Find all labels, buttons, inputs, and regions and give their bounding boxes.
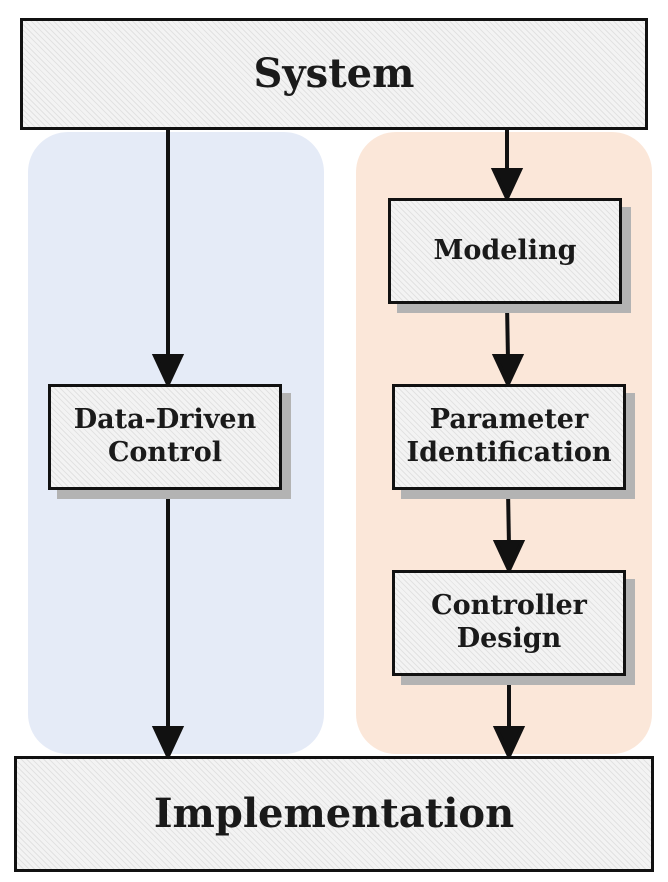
implementation-box: Implementation <box>14 756 654 872</box>
controller-design-label: Controller Design <box>431 590 587 654</box>
modeling-label: Modeling <box>433 234 577 266</box>
data-driven-control-box: Data-Driven Control <box>48 384 282 490</box>
parameter-identification-box: Parameter Identification <box>392 384 626 490</box>
arrowhead-ctrl <box>492 540 526 575</box>
system-box: System <box>20 18 648 130</box>
arrowhead-param <box>491 354 525 389</box>
data-driven-control-label: Data-Driven Control <box>73 404 257 468</box>
implementation-label: Implementation <box>153 789 515 837</box>
arrow-modeling-to-param <box>505 303 510 361</box>
controller-design-box: Controller Design <box>392 570 626 676</box>
arrow-param-to-ctrl <box>506 489 511 547</box>
parameter-identification-label: Parameter Identification <box>406 404 612 468</box>
system-label: System <box>253 49 415 97</box>
modeling-box: Modeling <box>388 198 622 304</box>
arrowhead-ddc <box>151 354 185 389</box>
arrowhead-impl-left <box>151 726 185 761</box>
arrowhead-modeling <box>490 168 524 203</box>
arrowhead-impl-right <box>492 726 526 761</box>
